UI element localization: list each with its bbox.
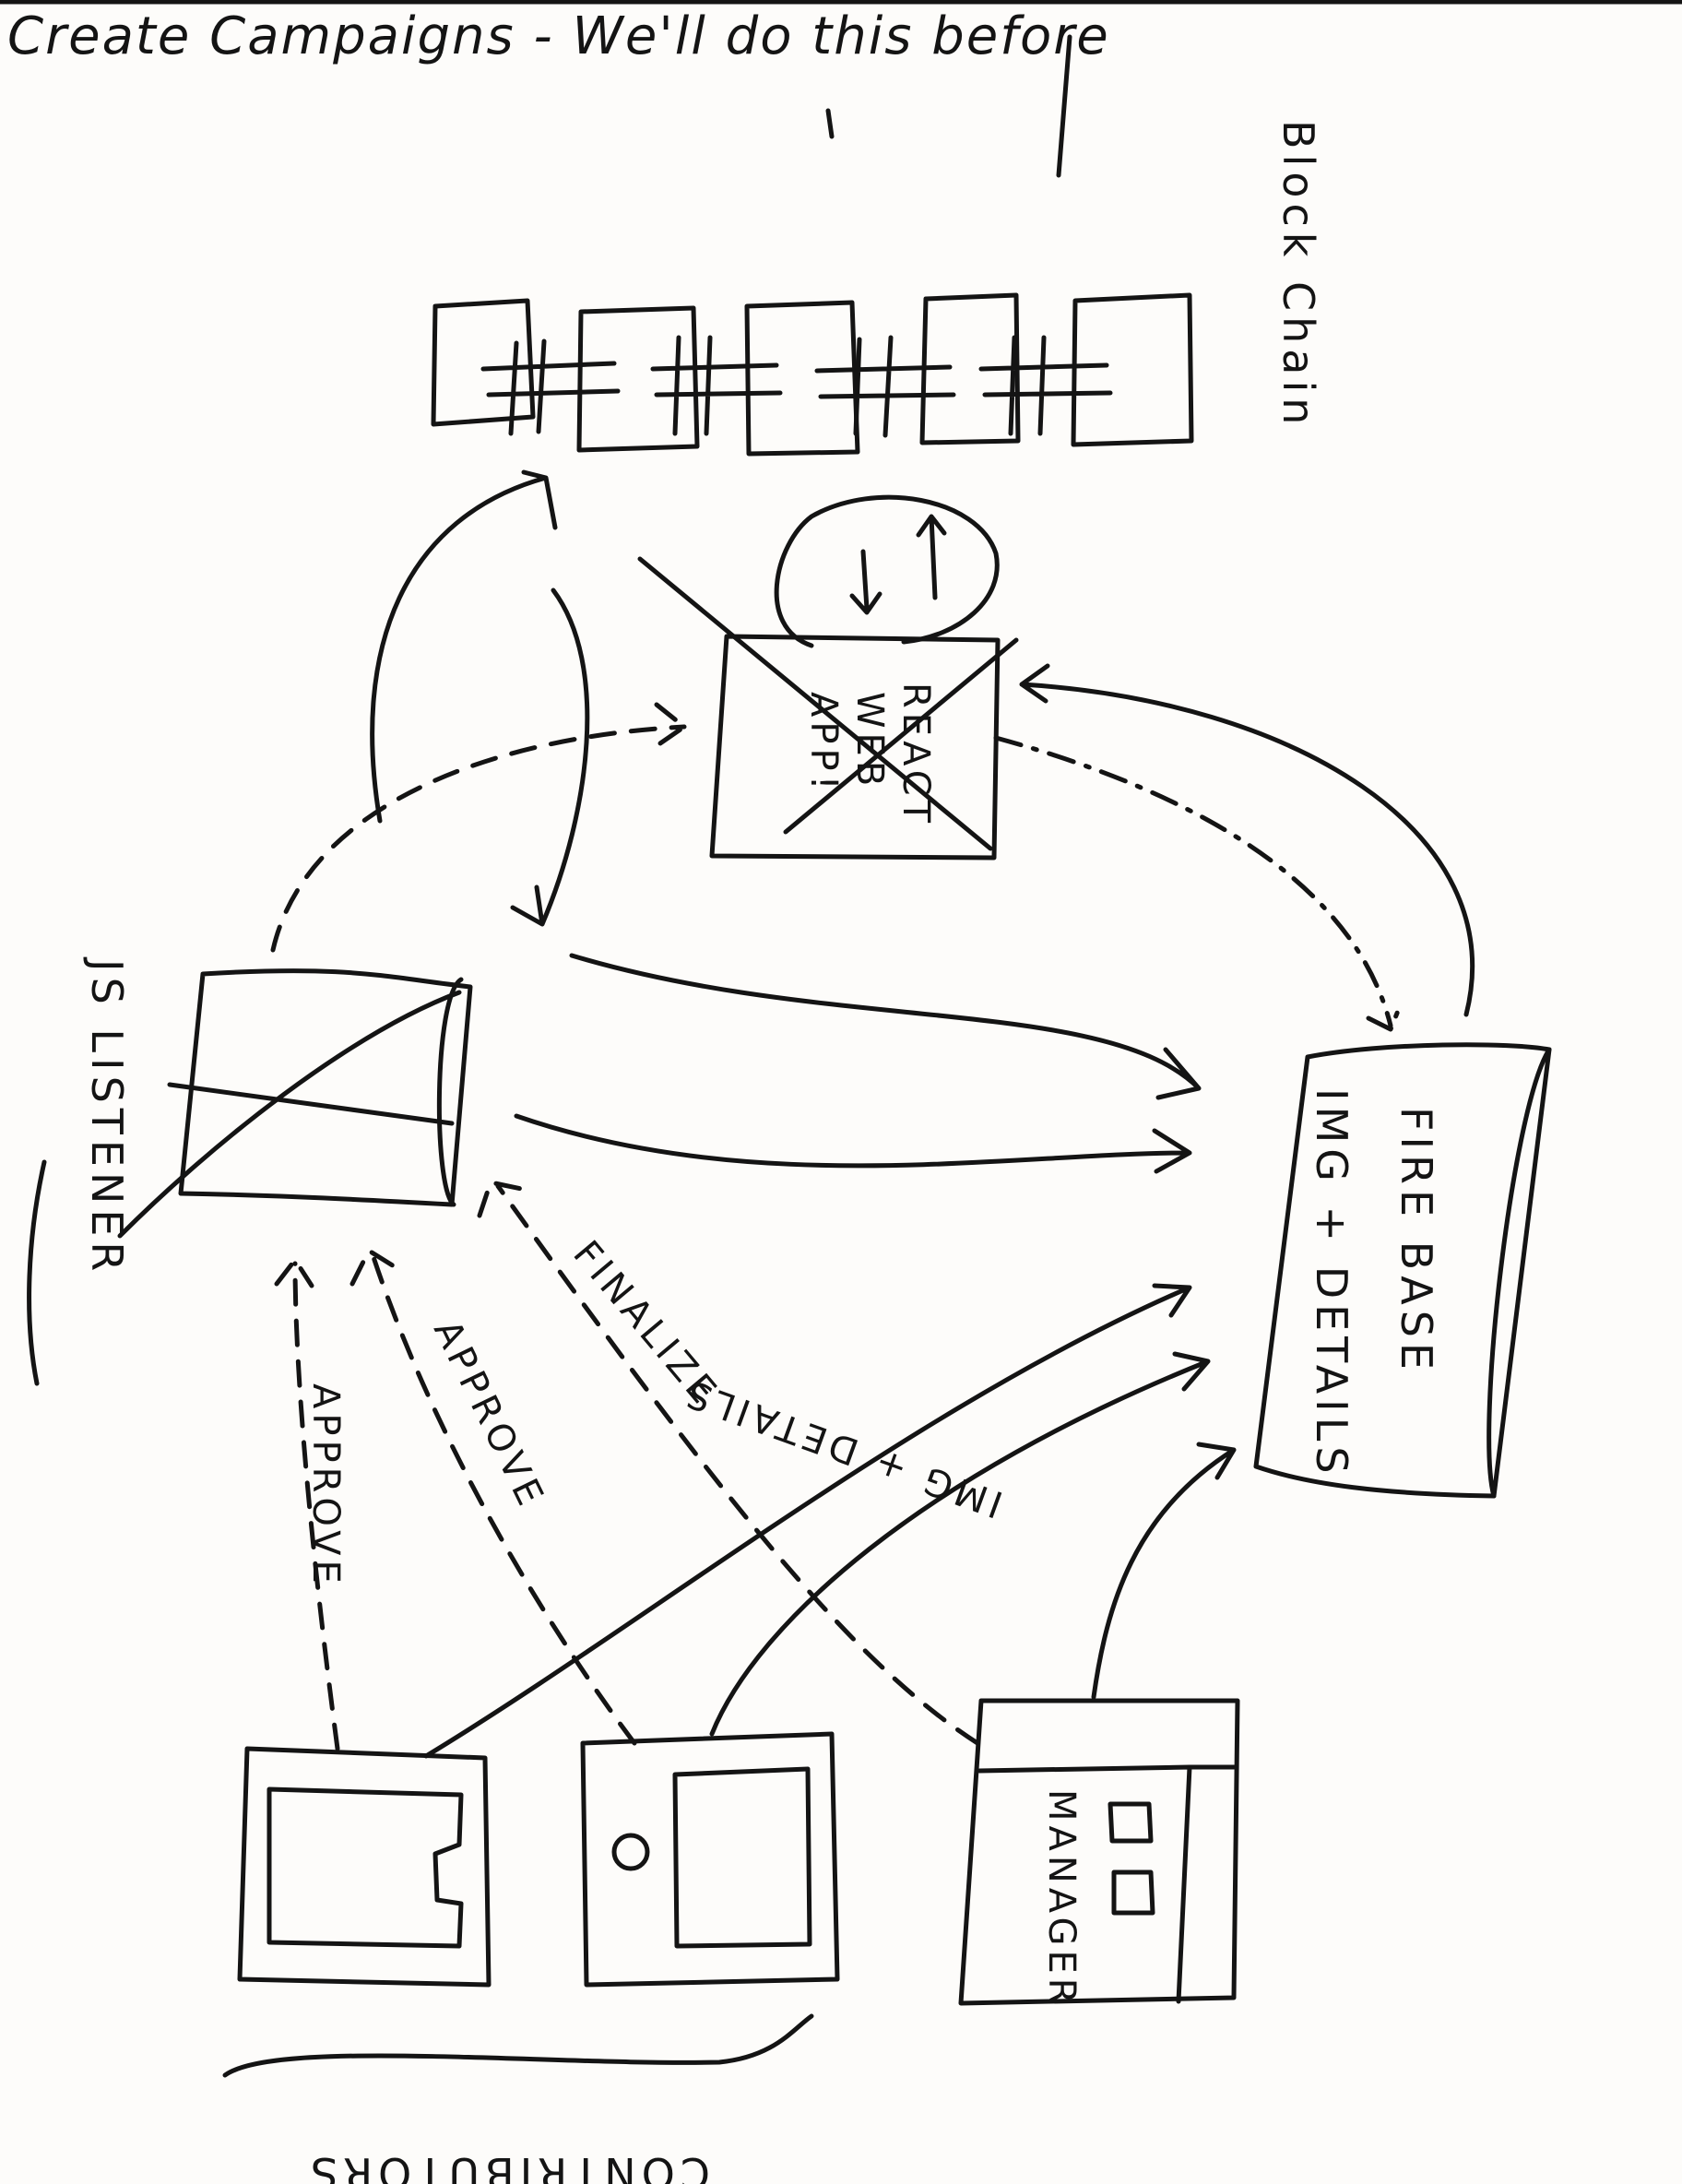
- block-link-4: [978, 335, 1113, 436]
- arrow-finalize: [477, 1180, 980, 1746]
- arrow-listener-to-chain: [370, 469, 558, 824]
- device-2-screen: [672, 1766, 812, 1949]
- device-1-frame: [237, 1746, 492, 1988]
- device-2-button: [611, 1833, 650, 1871]
- react-web-app: REACT WEB APP!: [637, 494, 1019, 861]
- header-divider: [1056, 34, 1072, 178]
- react-label: REACT: [894, 682, 937, 827]
- firebase-label: FIRE BASE: [1392, 1107, 1441, 1375]
- arrow-device2-to-firebase: [709, 1351, 1211, 1737]
- react-app-cross-1: [637, 556, 993, 851]
- manager-panel: [977, 1764, 1238, 2004]
- header-tick: [825, 108, 835, 139]
- firebase: FIRE BASE IMG + DETAILS: [1253, 1042, 1552, 1499]
- down-arrow-icon: [849, 549, 882, 615]
- up-arrow-icon: [916, 514, 947, 600]
- contributors-brace: [222, 2013, 814, 2078]
- web-label: WEB: [848, 692, 891, 790]
- manager-device: MANAGER: [958, 1698, 1240, 2009]
- device-2-frame: [580, 1731, 840, 1988]
- arrow-approve-left: [274, 1257, 340, 1751]
- firebase-end-cap: [1487, 1047, 1552, 1499]
- arrow-listener-to-app: [270, 702, 687, 953]
- blockchain-blocks: [431, 292, 1194, 457]
- img-details-label: IMG + DETAILS: [677, 1371, 1008, 1525]
- listener-strike: [167, 1082, 455, 1126]
- listener-pointer: [117, 990, 462, 1239]
- arrow-app-to-firebase: [993, 735, 1404, 1032]
- manager-frame: [958, 1698, 1240, 2006]
- arrow-firebase-to-app: [1019, 663, 1475, 1017]
- manager-buttons: [1108, 1801, 1155, 1916]
- sync-circle: [774, 494, 1000, 648]
- arrow-listener-to-firebase-2: [514, 1113, 1192, 1174]
- react-app-cross-2: [783, 637, 1019, 835]
- react-app-box: [709, 634, 1001, 861]
- manager-label: MANAGER: [1040, 1789, 1083, 2009]
- js-listener: JS LISTENER: [27, 956, 473, 1386]
- block-5: [1071, 292, 1194, 447]
- block-link-2: [650, 335, 783, 436]
- arrow-device1-to-firebase: [423, 1283, 1192, 1759]
- firebase-details-label: IMG + DETAILS: [1307, 1088, 1356, 1479]
- contributor-device-1: [237, 1746, 492, 1988]
- header-note: Create Campaigns - We'll do this before: [7, 6, 1110, 66]
- arrow-manager-to-firebase: [1091, 1442, 1237, 1700]
- arrow-chain-to-listener: [510, 588, 590, 927]
- device-1-screen: [267, 1786, 464, 1949]
- arrow-listener-to-firebase-1: [569, 953, 1202, 1100]
- block-link-3: [814, 335, 956, 438]
- block-2: [576, 305, 700, 453]
- contributors-label: CONTRIBUTORS: [305, 2148, 710, 2184]
- block-1: [431, 298, 536, 427]
- app-label: APP!: [802, 692, 845, 795]
- listener-end-cap: [436, 977, 464, 1207]
- arrow-approve-right: [349, 1248, 637, 1746]
- approve-left-label: APPROVE: [304, 1383, 347, 1588]
- react-app-label: REACT WEB APP!: [802, 682, 937, 827]
- js-listener-label: JS LISTENER: [82, 956, 132, 1276]
- block-link-1: [480, 338, 621, 436]
- block-3: [744, 300, 860, 457]
- block-chain-label: Block Chain: [1273, 120, 1323, 430]
- contributor-device-2: [580, 1731, 840, 1988]
- approve-right-label: APPROVE: [425, 1313, 553, 1516]
- margin-bracket: [27, 1159, 47, 1386]
